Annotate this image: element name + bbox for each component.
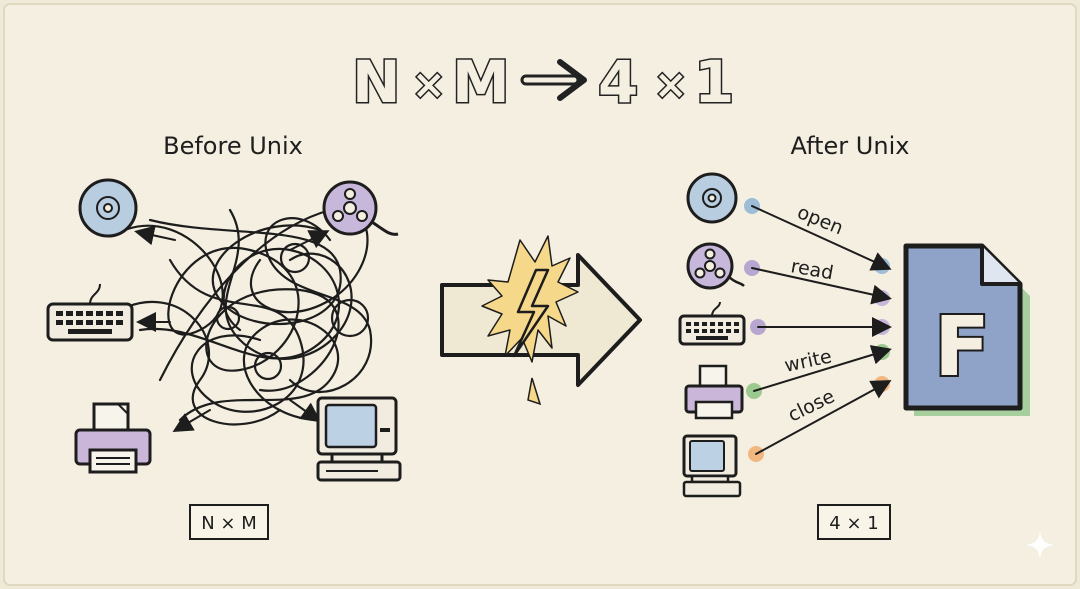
before-badge-text: N × M	[201, 513, 257, 534]
after-keyboard-icon	[678, 301, 746, 346]
lightning-icon	[481, 235, 579, 406]
after-heading: After Unix	[791, 132, 910, 160]
printer-icon	[74, 402, 152, 474]
file-letter: F	[934, 300, 990, 395]
title-arrow-icon	[520, 59, 587, 101]
after-badge: 4 × 1	[817, 504, 891, 540]
title-1: 1	[694, 48, 736, 116]
file-icon: F	[903, 243, 1030, 416]
line-close	[755, 380, 892, 455]
line-write	[753, 345, 892, 392]
title-times-2: ×	[654, 62, 690, 108]
after-printer-icon	[684, 364, 744, 420]
disc-icon	[78, 178, 138, 238]
sparkle-icon	[1026, 531, 1054, 559]
title-n: N	[352, 48, 403, 116]
before-heading: Before Unix	[163, 132, 303, 160]
before-badge: N × M	[189, 504, 269, 540]
keyboard-icon	[46, 283, 134, 342]
title-4: 4	[598, 48, 640, 116]
computer-icon	[316, 396, 402, 482]
after-disc-icon	[686, 172, 738, 224]
tape-reel-icon	[322, 180, 399, 236]
end-dot-close	[874, 376, 890, 392]
after-tape-reel-icon	[686, 242, 745, 290]
main-title: N × M 4 × 1	[351, 47, 736, 118]
title-m: M	[452, 48, 512, 116]
after-badge-text: 4 × 1	[829, 513, 878, 534]
title-times-1: ×	[412, 62, 448, 108]
line-read	[751, 267, 892, 305]
after-computer-icon	[682, 434, 742, 498]
line-open	[751, 205, 892, 271]
